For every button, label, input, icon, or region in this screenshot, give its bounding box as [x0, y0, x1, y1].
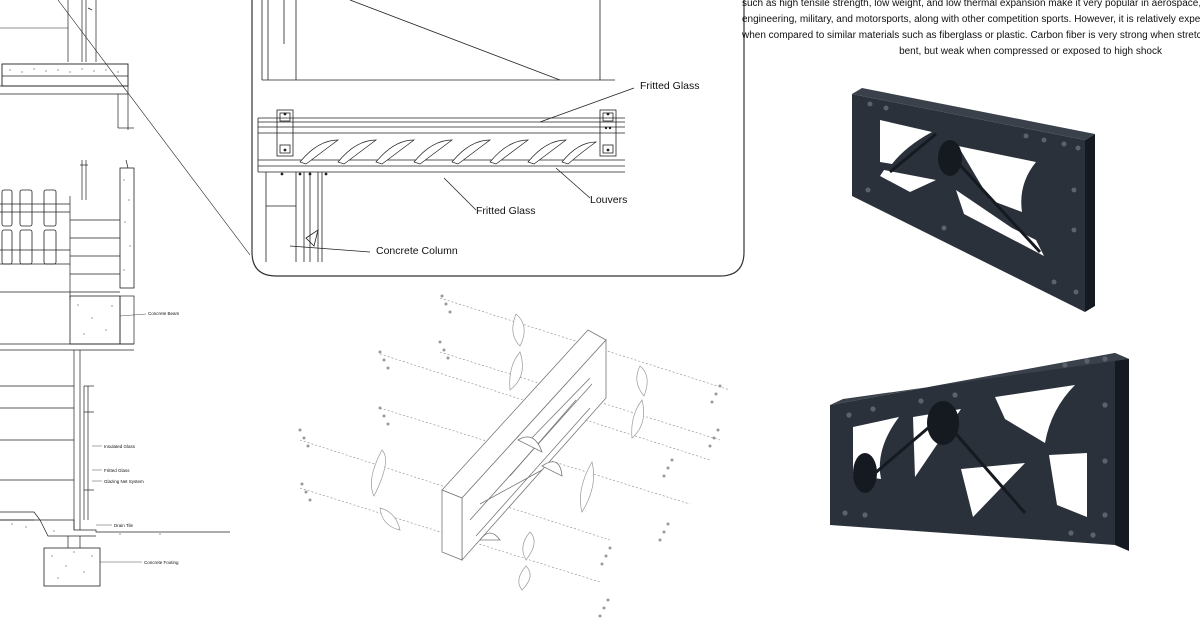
exploded-truss-axonometric: [298, 294, 730, 618]
label-insulated-glass: Insulated Glass: [104, 444, 136, 449]
label-fritted-glass-top: Fritted Glass: [640, 80, 700, 92]
description-line: bent, but weak when compressed or expose…: [899, 46, 1162, 57]
carbon-fiber-description: such as high tensile strength, low weigh…: [742, 0, 1200, 60]
label-section-fritted-glass: Fritted Glass: [104, 468, 130, 473]
label-drain-tile: Drain Tile: [114, 523, 134, 528]
carbon-fiber-truss-render-upper: [852, 88, 1095, 312]
wall-section-drawing: [0, 0, 251, 587]
label-glazing-net-system: Glazing Net System: [104, 479, 144, 484]
label-fritted-glass-bottom: Fritted Glass: [476, 205, 536, 217]
louver-detail-callout: [251, 0, 745, 277]
label-concrete-column: Concrete Column: [376, 245, 458, 257]
label-concrete-footing: Concrete Footing: [144, 560, 179, 565]
description-line: engineering, military, and motorsports, …: [742, 14, 1200, 25]
description-line: when compared to similar materials such …: [742, 30, 1200, 41]
description-line: such as high tensile strength, low weigh…: [742, 0, 1200, 9]
carbon-fiber-truss-render-lower: [830, 353, 1129, 551]
label-louvers: Louvers: [590, 194, 628, 206]
label-concrete-beam: Concrete Beam: [148, 311, 180, 316]
